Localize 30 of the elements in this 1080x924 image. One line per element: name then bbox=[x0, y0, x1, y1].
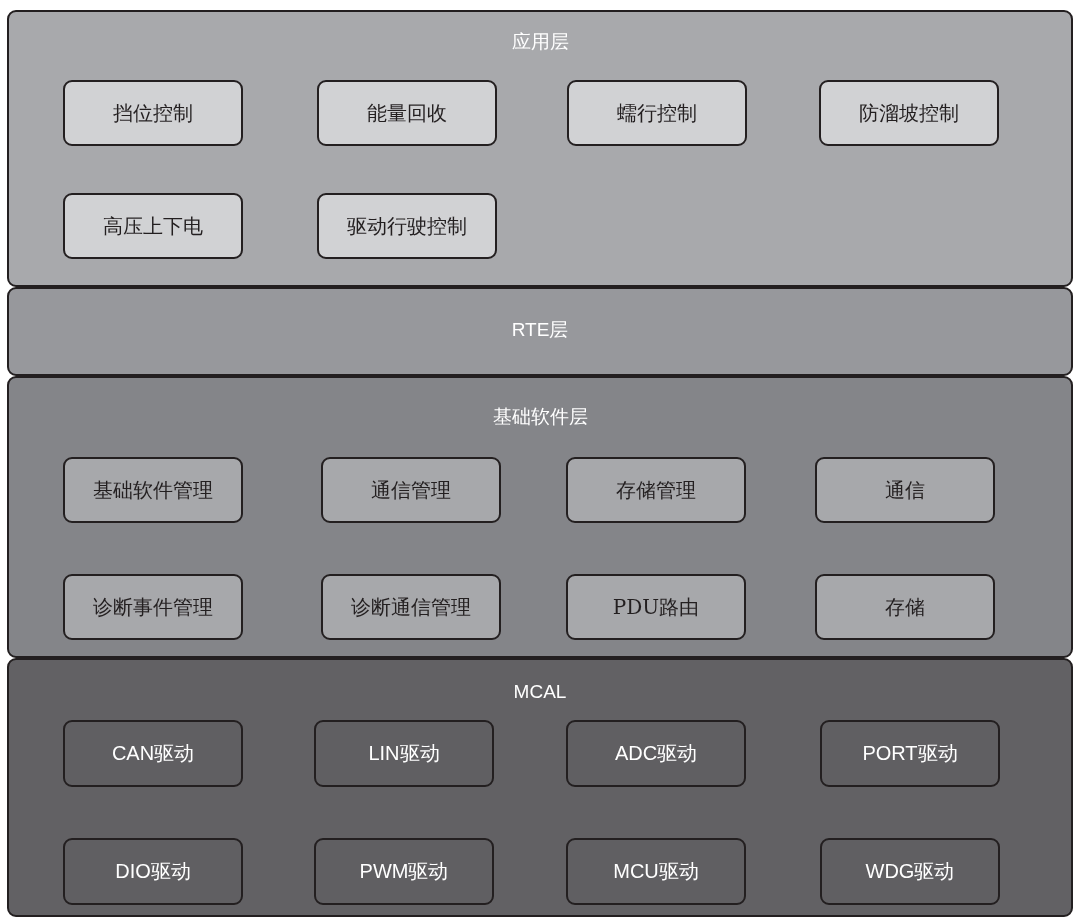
layer-title: RTE层 bbox=[511, 318, 569, 342]
module-box: WDG驱动 bbox=[820, 838, 1000, 905]
module-box: 能量回收 bbox=[317, 80, 497, 146]
module-box: PDU路由 bbox=[566, 574, 746, 640]
layer-band bbox=[7, 376, 1073, 658]
module-box: 蠕行控制 bbox=[567, 80, 747, 146]
layer-title: MCAL bbox=[513, 680, 567, 704]
module-box: PWM驱动 bbox=[314, 838, 494, 905]
module-box: 高压上下电 bbox=[63, 193, 243, 259]
module-box: ADC驱动 bbox=[566, 720, 746, 787]
module-box: 诊断事件管理 bbox=[63, 574, 243, 640]
module-box: LIN驱动 bbox=[314, 720, 494, 787]
module-box: MCU驱动 bbox=[566, 838, 746, 905]
module-box: 基础软件管理 bbox=[63, 457, 243, 523]
layer-band bbox=[7, 287, 1073, 376]
module-box: 防溜坡控制 bbox=[819, 80, 999, 146]
layer-band bbox=[7, 10, 1073, 287]
module-box: DIO驱动 bbox=[63, 838, 243, 905]
module-box: 通信 bbox=[815, 457, 995, 523]
module-box: 存储 bbox=[815, 574, 995, 640]
module-box: 存储管理 bbox=[566, 457, 746, 523]
module-box: 驱动行驶控制 bbox=[317, 193, 497, 259]
module-box: PORT驱动 bbox=[820, 720, 1000, 787]
module-box: 挡位控制 bbox=[63, 80, 243, 146]
layer-title: 应用层 bbox=[511, 30, 569, 54]
module-box: 诊断通信管理 bbox=[321, 574, 501, 640]
module-box: CAN驱动 bbox=[63, 720, 243, 787]
module-box: 通信管理 bbox=[321, 457, 501, 523]
layer-title: 基础软件层 bbox=[492, 405, 588, 429]
layer-band bbox=[7, 658, 1073, 917]
